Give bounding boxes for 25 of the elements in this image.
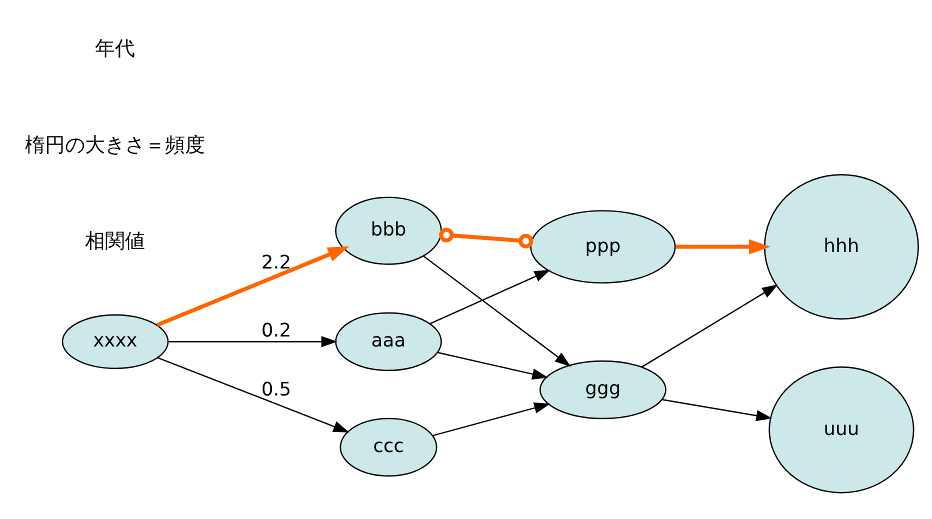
arrow: [157, 357, 350, 432]
arrow: [676, 239, 771, 254]
edge-label: 2.2: [261, 252, 292, 274]
node-ellipse: ggg: [539, 360, 666, 420]
node-ellipse: xxxx: [62, 314, 169, 370]
edge-label: 0.5: [261, 379, 292, 400]
arrow: [641, 284, 778, 368]
edge-label: 0.2: [261, 320, 292, 342]
connector: [439, 228, 534, 248]
arrow: [156, 246, 350, 327]
node-ellipse: ppp: [530, 210, 676, 284]
label: 楕円の大きさ＝頻度: [25, 132, 206, 156]
arrow: [438, 352, 548, 380]
node-circle: hhh: [764, 174, 919, 320]
label: 相関値: [85, 228, 146, 252]
node-ellipse: aaa: [335, 312, 442, 372]
node-ellipse: ccc: [340, 418, 438, 477]
arrow: [168, 336, 338, 348]
node-ellipse: bbb: [335, 196, 442, 265]
arrow: [662, 399, 772, 422]
arrow: [430, 270, 550, 324]
arrow: [432, 402, 550, 436]
arrow: [423, 255, 571, 367]
node-ellipse: uuu: [768, 366, 914, 494]
label: 年代: [95, 36, 136, 60]
